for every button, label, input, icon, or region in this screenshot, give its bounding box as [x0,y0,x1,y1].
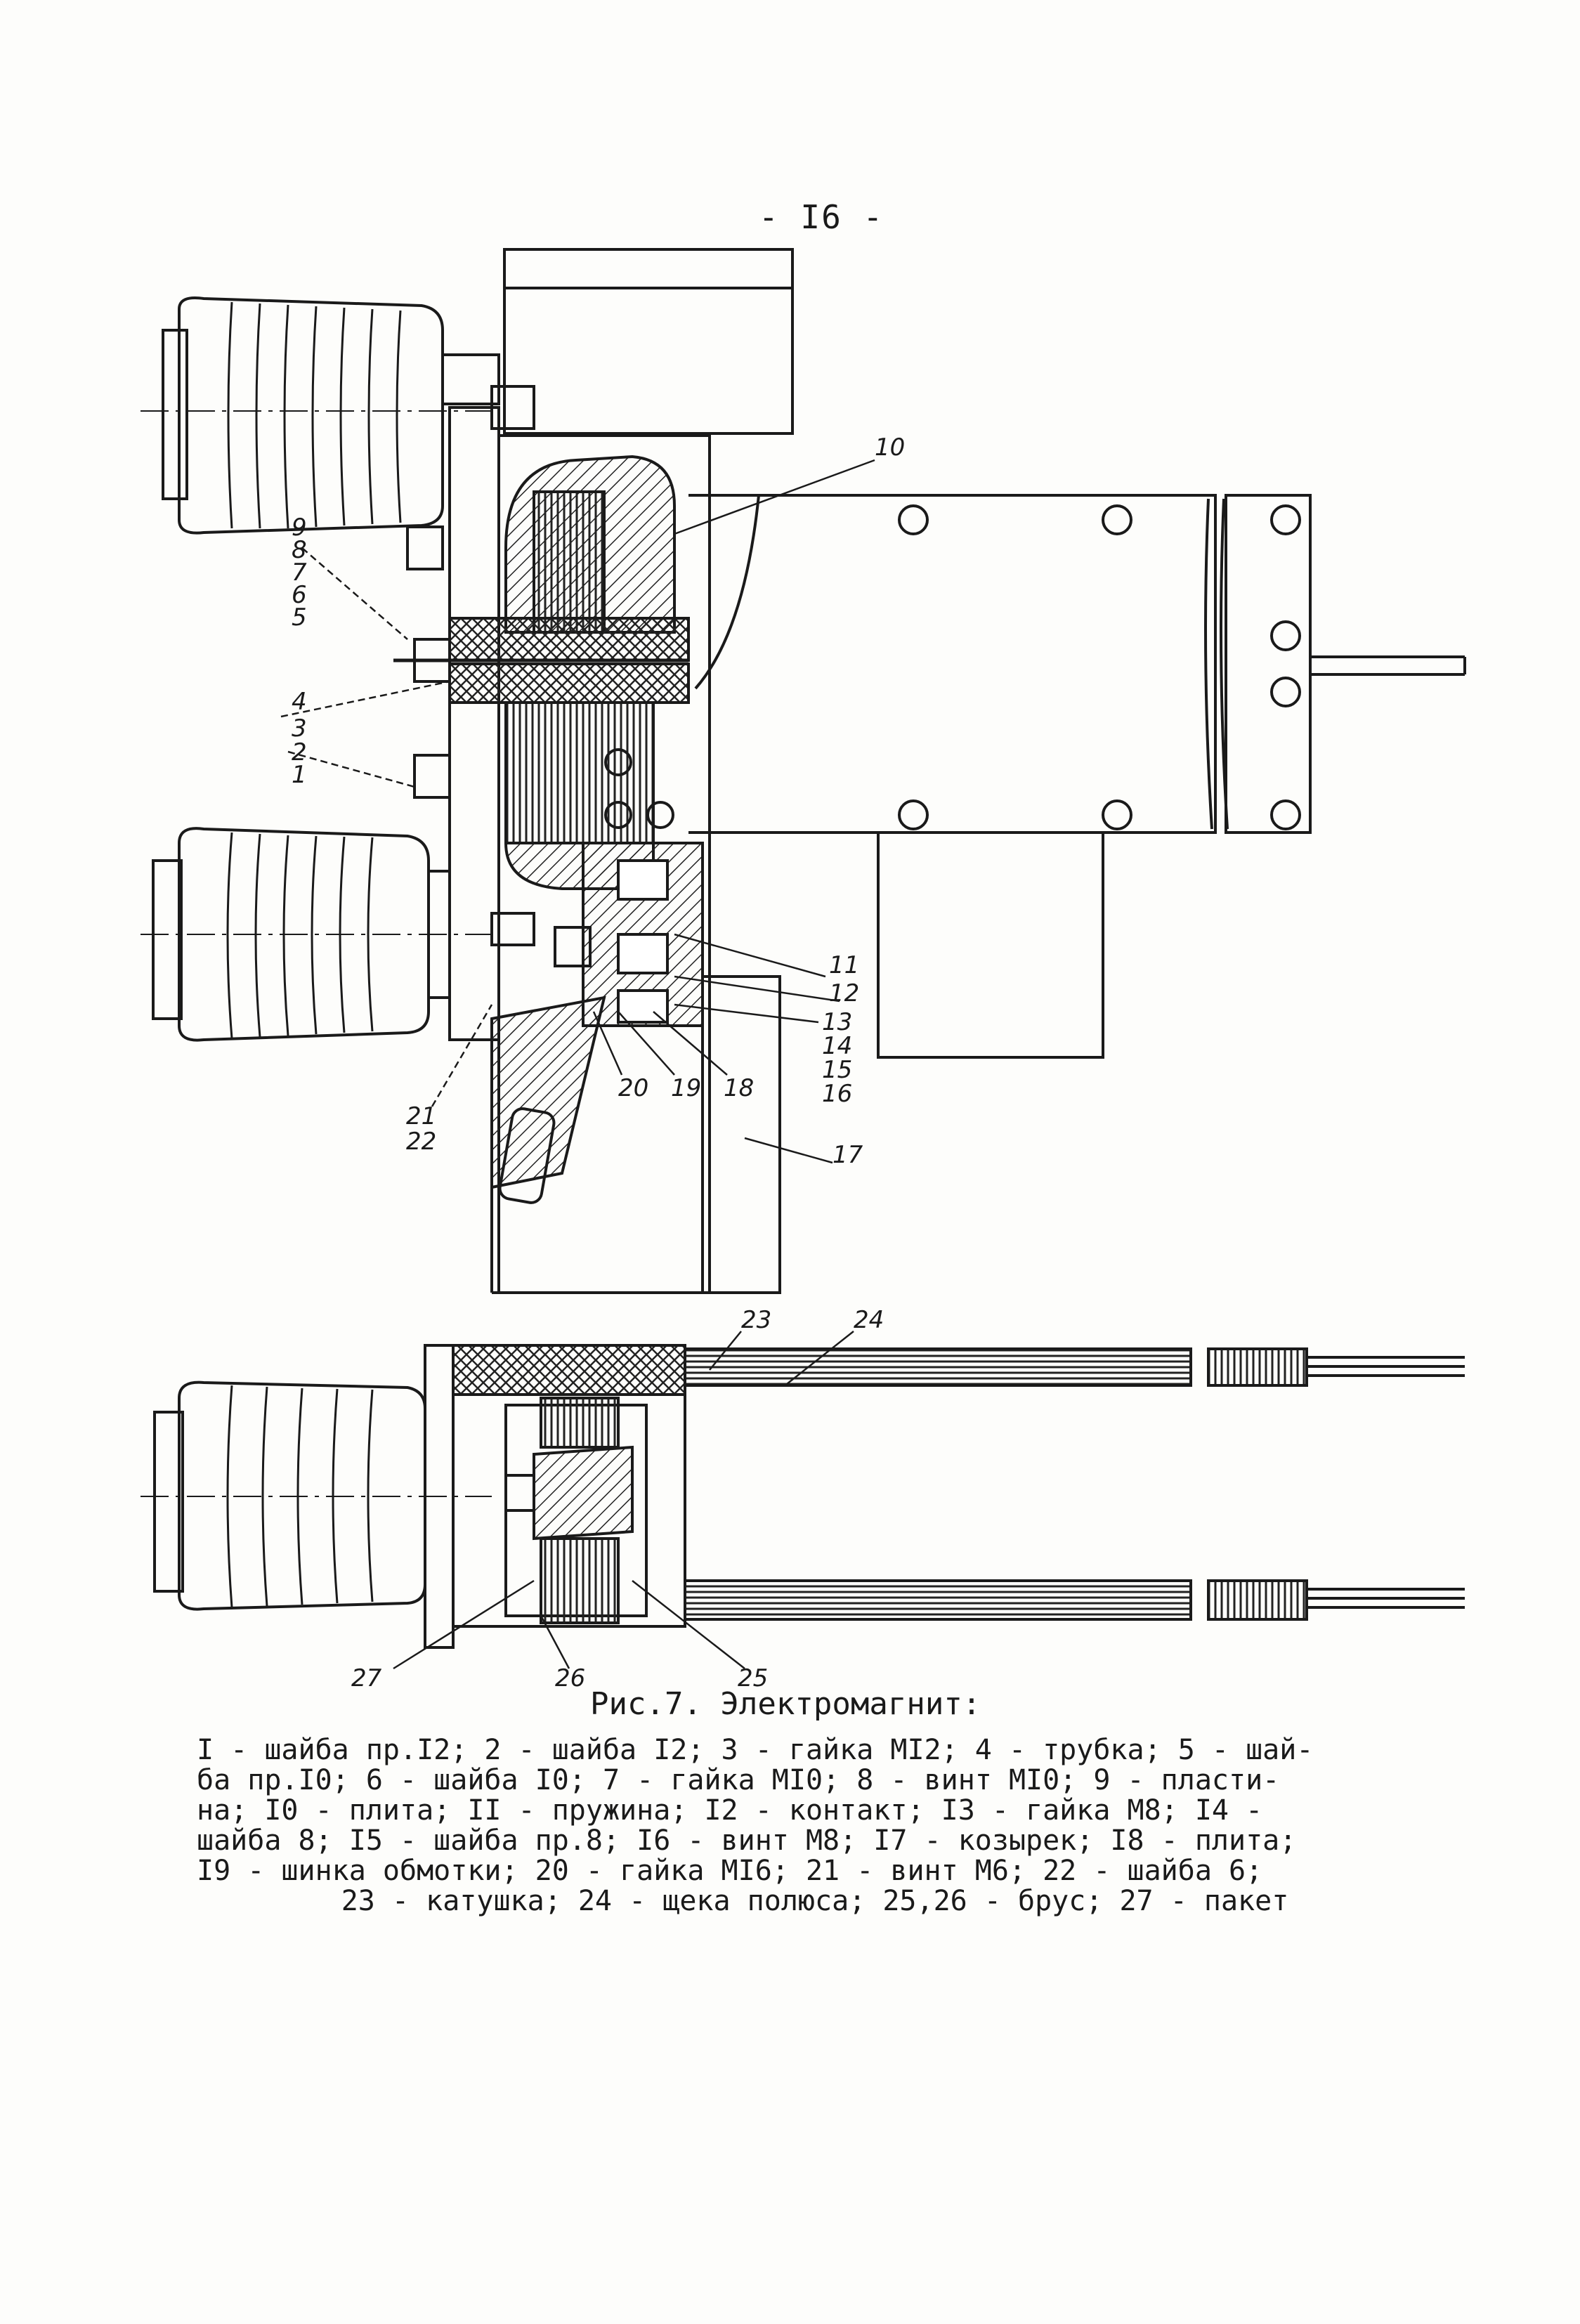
legend-line: шайба 8; I5 - шайба пр.8; I6 - винт M8; … [197,1824,1297,1857]
callout-18: 18 [724,1074,754,1102]
legend-line: на; I0 - плита; II - пружина; I2 - конта… [197,1794,1263,1827]
nuts-left [406,385,535,799]
callout-16: 16 [822,1080,852,1108]
pole-plate [688,494,1466,1059]
callout-11: 11 [829,951,859,979]
callout-7: 7 [292,559,307,587]
callout-17: 17 [833,1141,863,1169]
callout-10: 10 [875,433,905,462]
legend-line: I9 - шинка обмотки; 20 - гайка MI6; 21 -… [197,1855,1263,1887]
callout-13: 13 [822,1008,852,1036]
page-number: - I6 - [759,198,884,236]
callout-24: 24 [854,1306,884,1334]
upper-insulator [162,296,500,535]
callout-9: 9 [292,514,307,542]
callout-8: 8 [292,536,307,564]
lower-insulator-side [153,1344,455,1649]
figure-caption: Рис.7. Электромагнит: [590,1686,981,1722]
callout-14: 14 [822,1032,852,1060]
callout-20: 20 [618,1074,648,1102]
top-housing [503,248,794,435]
callout-23: 23 [741,1306,771,1334]
leader-lines [280,459,875,1670]
callout-4: 4 [292,688,307,716]
contact-assembly [490,842,781,1294]
callout-19: 19 [671,1074,701,1102]
legend-line: 23 - катушка; 24 - щека полюса; 25,26 - … [341,1885,1289,1917]
figure-legend: I - шайба пр.I2; 2 - шайба I2; 3 - гайка… [197,1735,1433,1917]
callout-27: 27 [351,1664,382,1692]
callout-15: 15 [822,1056,852,1084]
callout-5: 5 [292,603,307,632]
coil-section [393,455,690,890]
mounting-holes [604,504,1301,830]
callout-2: 2 [292,738,307,766]
pole-cheeks [684,1347,1465,1621]
callout-3: 3 [292,714,307,743]
legend-line: ба пр.I0; 6 - шайба I0; 7 - гайка MI0; 8… [197,1764,1280,1796]
callout-6: 6 [292,581,307,609]
callout-22: 22 [406,1128,436,1156]
legend-line: I - шайба пр.I2; 2 - шайба I2; 3 - гайка… [197,1734,1314,1766]
coil-assembly-side [452,1344,686,1628]
callout-26: 26 [555,1664,585,1692]
callout-25: 25 [738,1664,768,1692]
callout-12: 12 [829,979,859,1007]
callout-1: 1 [292,761,307,789]
callout-21: 21 [406,1102,436,1130]
